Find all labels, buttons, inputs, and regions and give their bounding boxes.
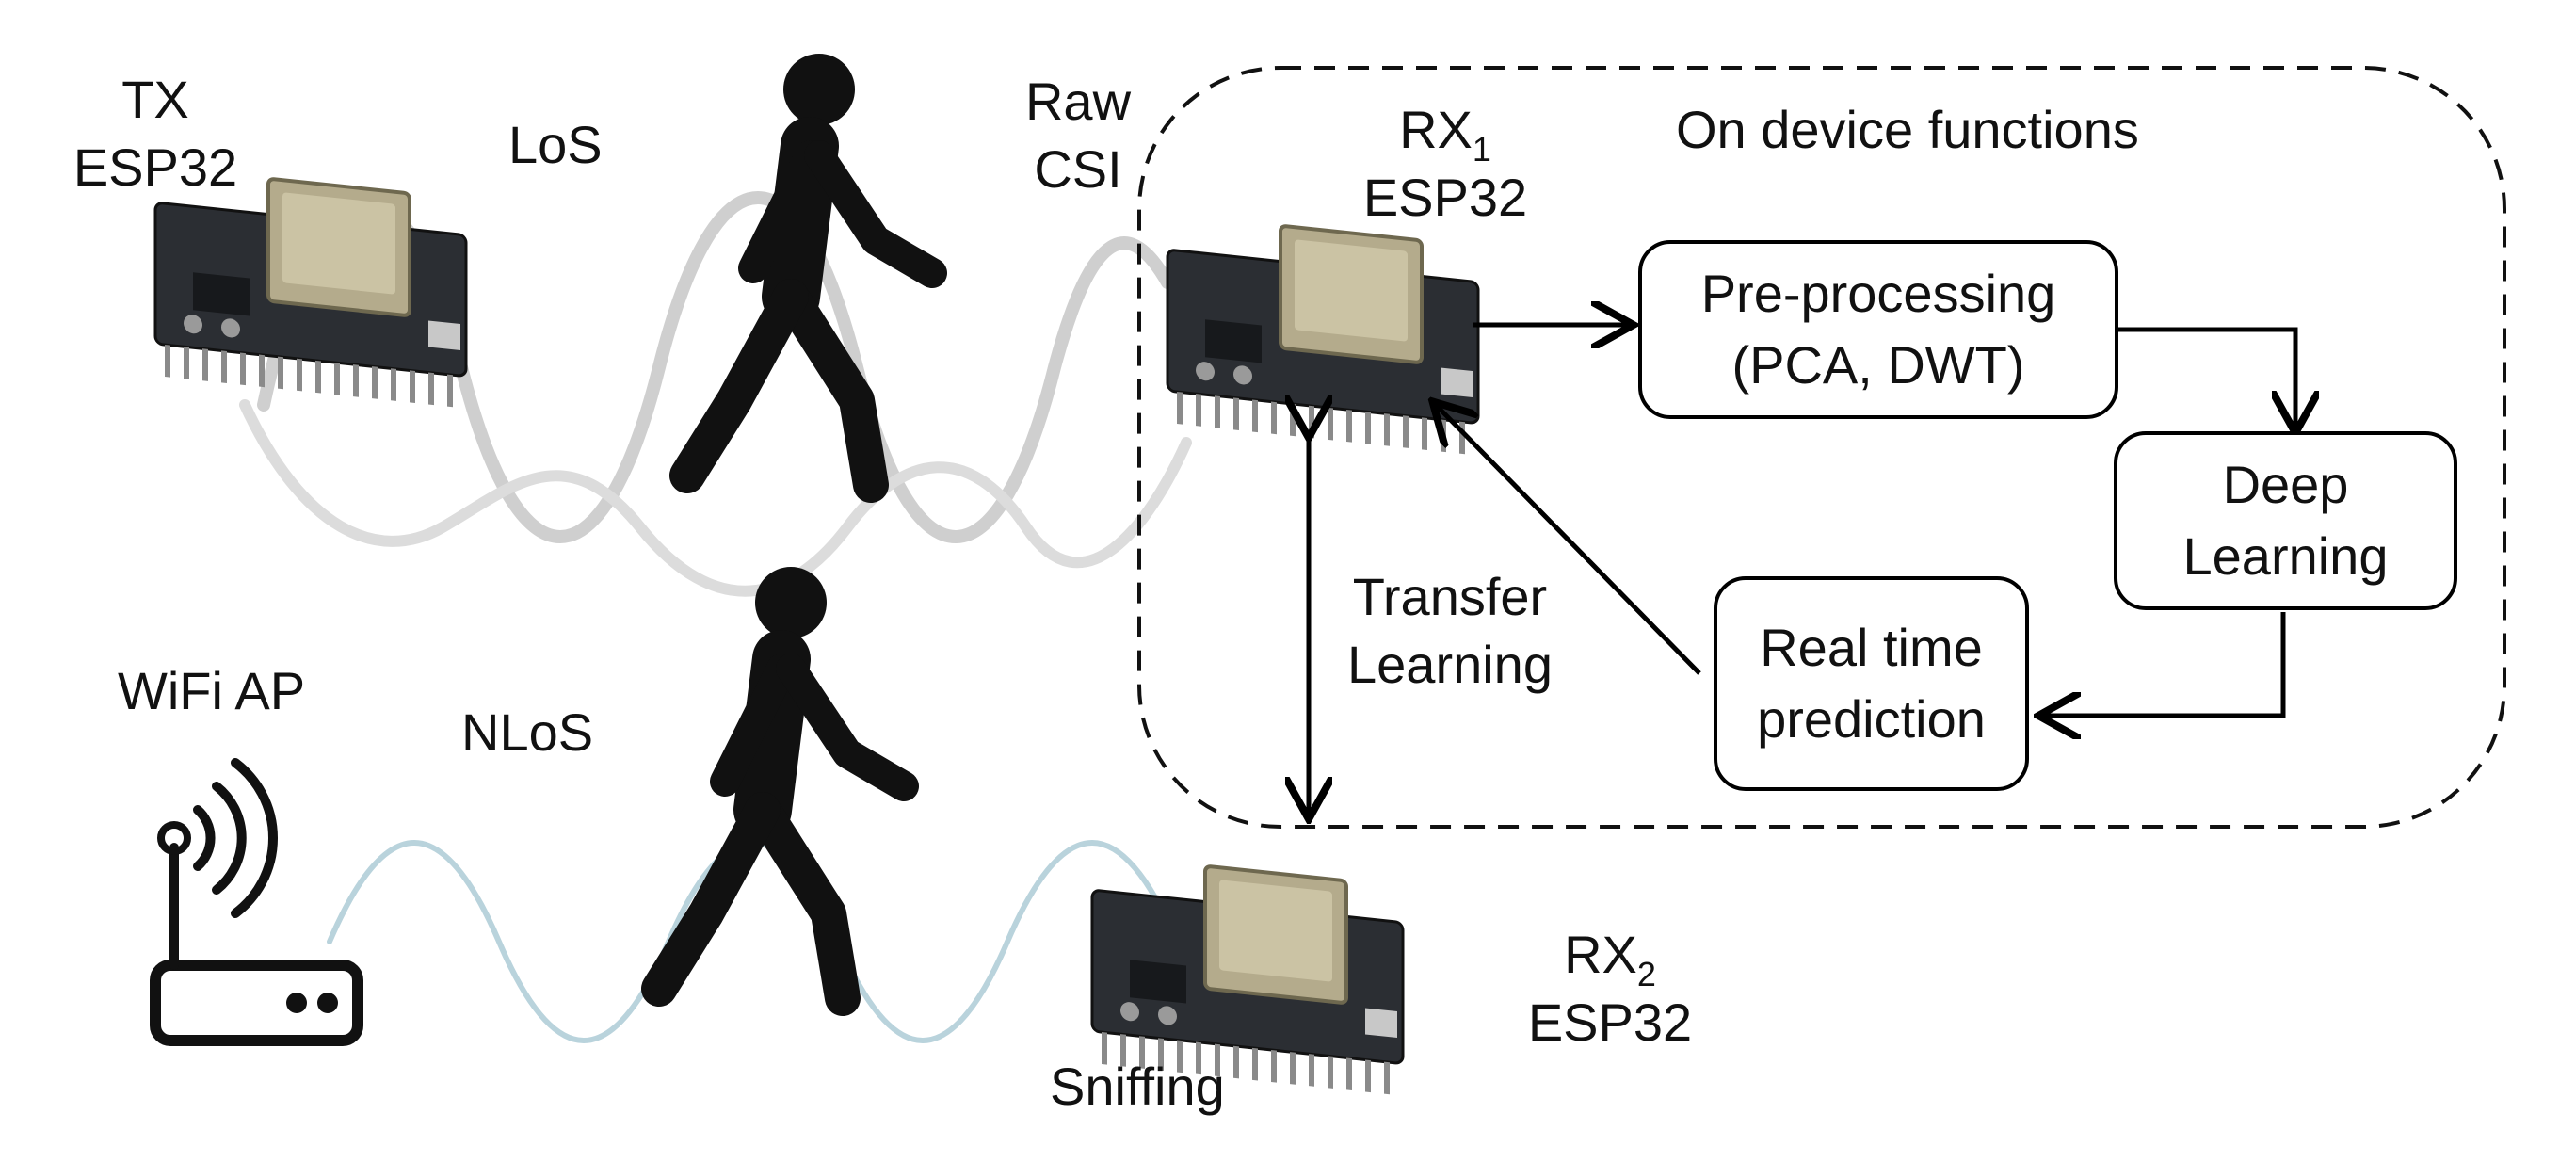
nlos-label: NLoS	[461, 702, 594, 762]
on-device-functions-label: On device functions	[1676, 100, 2139, 159]
preprocessing-line2: (PCA, DWT)	[1731, 335, 2025, 395]
esp32-board-icon	[155, 167, 466, 409]
walking-person-icon	[687, 54, 932, 485]
los-label: LoS	[508, 115, 603, 174]
raw-line2: CSI	[1034, 138, 1122, 199]
router-icon	[150, 758, 363, 1046]
rx2-label: RX2 ESP32	[1506, 921, 1714, 1056]
deep-learning-box: Deep Learning	[2114, 431, 2457, 610]
rx1-subscript: 1	[1472, 130, 1491, 169]
deep-learning-line1: Deep	[2222, 455, 2349, 515]
preprocessing-line1: Pre-processing	[1700, 264, 2056, 324]
realtime-line1: Real time	[1760, 618, 1983, 678]
deep-learning-line2: Learning	[2182, 526, 2389, 586]
raw-csi-label: Raw CSI	[1017, 68, 1139, 202]
transfer-learning-label: Transfer Learning	[1328, 563, 1572, 698]
realtime-to-rx1-arrow	[1436, 405, 1701, 675]
rx2-line2: ESP32	[1527, 992, 1693, 1052]
deep-learning-to-realtime-arrow	[2043, 612, 2286, 716]
tx-label: TX ESP32	[56, 66, 254, 201]
on-device-region	[1137, 66, 2506, 829]
tx-line1: TX	[121, 70, 189, 129]
realtime-prediction-box: Real time prediction	[1714, 576, 2029, 791]
tx-line2: ESP32	[72, 137, 238, 197]
rx2-main: RX	[1564, 925, 1637, 984]
wifi-ap-label: WiFi AP	[118, 661, 306, 720]
rx1-line2: ESP32	[1362, 167, 1528, 227]
preprocessing-box: Pre-processing (PCA, DWT)	[1638, 240, 2118, 419]
nlos-wave	[327, 840, 1180, 1043]
realtime-line2: prediction	[1757, 689, 1986, 749]
transfer-line1: Transfer	[1352, 567, 1548, 626]
nlos-los-crossing-wave	[239, 399, 1192, 597]
sniffing-label: Sniffing	[1050, 1057, 1225, 1116]
esp32-board-icon	[1167, 214, 1478, 456]
rx1-main: RX	[1399, 100, 1473, 159]
transfer-line2: Learning	[1347, 634, 1553, 694]
rx2-subscript: 2	[1636, 955, 1656, 993]
raw-line1: Raw	[1024, 72, 1132, 131]
rx1-label: RX1 ESP32	[1342, 96, 1549, 231]
preprocessing-to-deep-learning-arrow	[2118, 327, 2295, 428]
walking-person-icon	[659, 567, 904, 998]
